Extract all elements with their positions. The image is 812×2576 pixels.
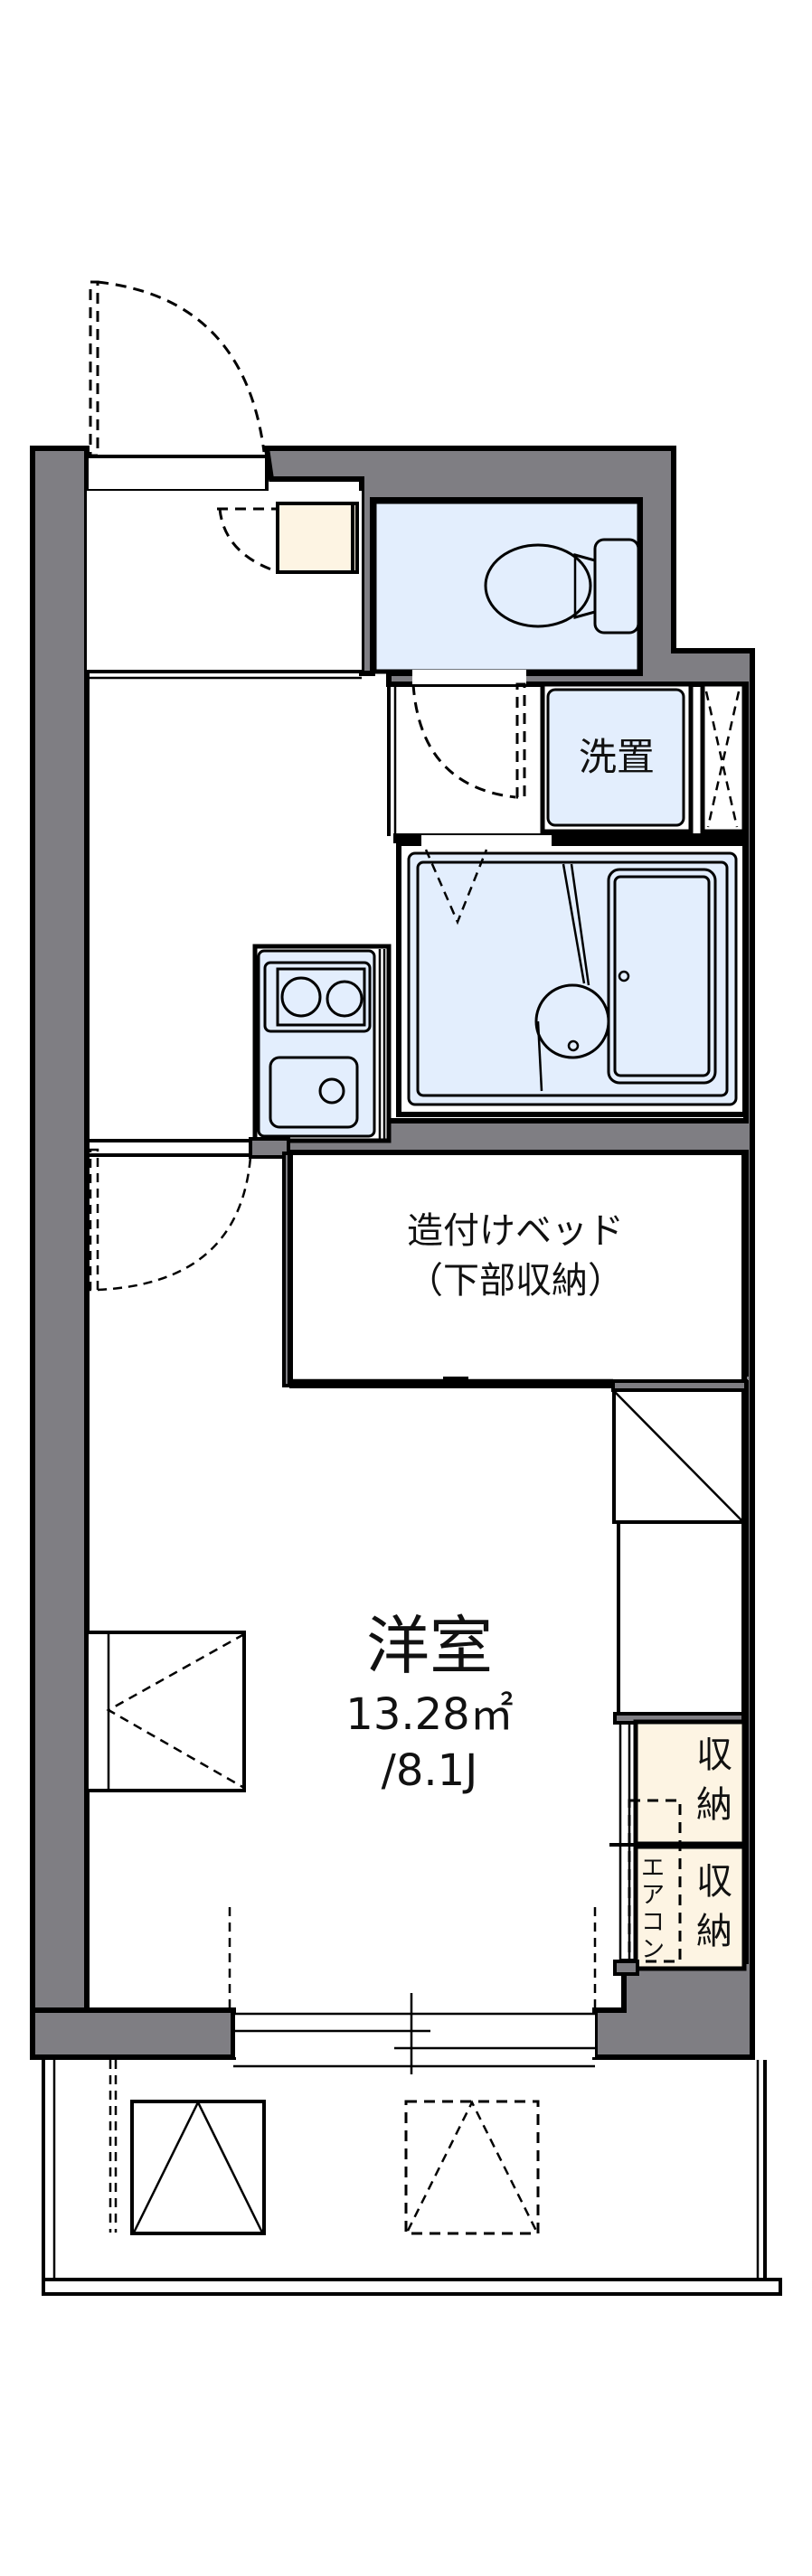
main-room-name: 洋室 xyxy=(366,1609,493,1683)
aircon-char2: ア xyxy=(641,1882,665,1909)
storage-upper[interactable]: 収 納 xyxy=(613,1712,747,1847)
washer-pan-icon xyxy=(546,688,685,827)
kitchen[interactable] xyxy=(252,944,392,1143)
shoe-cabinet xyxy=(217,502,359,574)
aircon-char1: エ xyxy=(641,1855,665,1882)
stove-icon xyxy=(263,961,372,1033)
toilet-room[interactable] xyxy=(372,499,642,799)
storage-upper-char2: 納 xyxy=(696,1784,732,1826)
shoe-cabinet-door-swing-icon xyxy=(217,507,276,571)
bed-label-line1: 造付けベッド xyxy=(407,1210,624,1252)
storage-doors xyxy=(609,1723,639,1976)
south-window[interactable] xyxy=(228,1907,597,2074)
bath-door-swing-icon xyxy=(424,849,488,926)
storage-lower-char1: 収 xyxy=(696,1861,732,1903)
hallway xyxy=(387,684,397,836)
aircon-icon xyxy=(628,1799,682,1963)
wash-basin-icon xyxy=(534,983,610,1059)
aircon: エ ア コ ン xyxy=(628,1799,682,1963)
toilet-door-swing-icon xyxy=(411,683,516,799)
outdoor-unit-icon xyxy=(130,2100,266,2235)
main-room-area: 13.28㎡ xyxy=(345,1689,513,1740)
bed-label-line2: （下部収納） xyxy=(407,1260,624,1302)
aircon-char4: ン xyxy=(641,1936,665,1963)
room-door[interactable] xyxy=(87,1137,295,1387)
aircon-char3: コ xyxy=(641,1909,665,1936)
built-in-bed[interactable]: 造付けベッド （下部収納） xyxy=(288,1150,747,1388)
storage-upper-char1: 収 xyxy=(696,1735,732,1776)
room-door-leaf-icon xyxy=(89,1148,99,1292)
main-room[interactable]: 洋室 13.28㎡ /8.1J xyxy=(345,1609,513,1796)
entrance-threshold xyxy=(85,455,269,493)
washer-space-label: 洗置 xyxy=(579,735,655,779)
closet[interactable] xyxy=(611,1379,748,1716)
left-wall xyxy=(30,446,90,2060)
main-room-tatami: /8.1J xyxy=(382,1745,478,1796)
entrance-door-leaf-icon xyxy=(89,280,99,457)
unit-bath[interactable] xyxy=(396,835,748,1117)
toilet-door-leaf-icon xyxy=(515,682,526,799)
left-window xyxy=(85,1631,246,1792)
toilet-icon xyxy=(484,538,640,635)
balcony[interactable] xyxy=(42,2060,782,2296)
outdoor-unit-planned-icon xyxy=(404,2100,540,2235)
room-door-swing-icon xyxy=(97,1156,252,1292)
sink-icon xyxy=(269,1056,359,1129)
storage-lower-char2: 納 xyxy=(696,1911,732,1952)
washer-space[interactable]: 洗置 xyxy=(540,682,694,834)
ventilation-shaft xyxy=(700,682,747,834)
bottom-left-wall xyxy=(30,2007,236,2060)
entrance[interactable] xyxy=(85,280,362,680)
entrance-door-swing-icon xyxy=(97,280,266,453)
storage-lower[interactable]: 収 納 xyxy=(633,1844,747,1971)
